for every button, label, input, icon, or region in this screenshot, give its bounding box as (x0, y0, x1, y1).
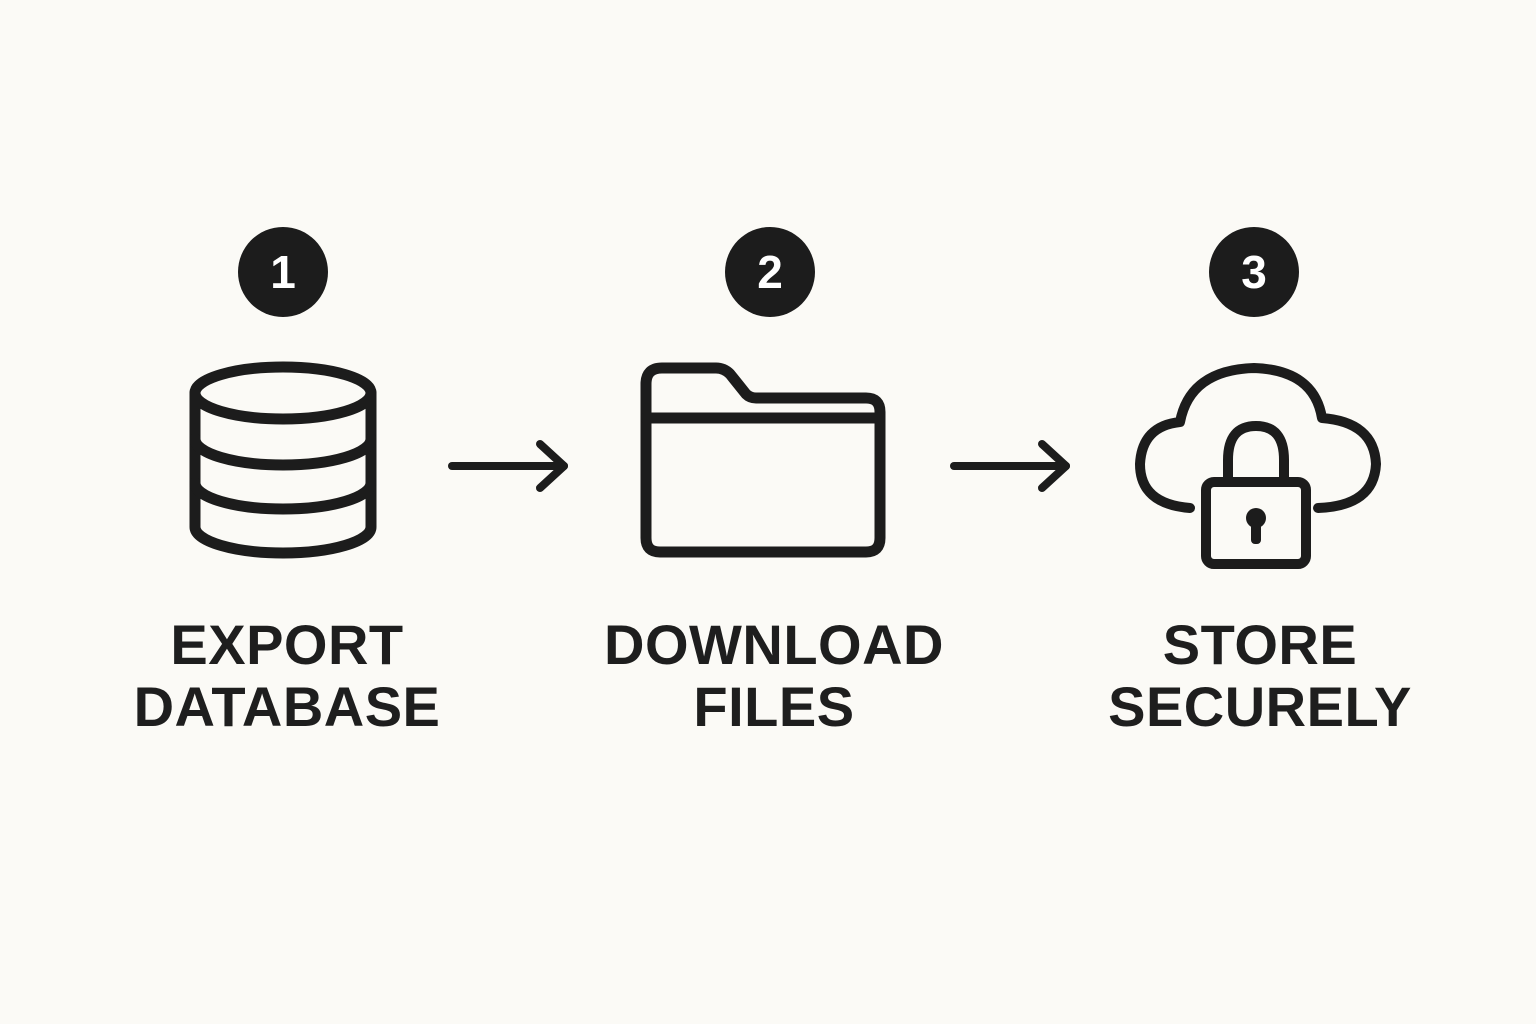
step-3-label-line-2: SECURELY (1108, 675, 1412, 738)
step-2-number-badge: 2 (725, 227, 815, 317)
step-1-label-line-1: EXPORT (170, 613, 404, 676)
step-3-label-line-1: STORE (1162, 613, 1358, 676)
arrow-right-icon (950, 440, 1070, 492)
step-1-number-badge: 1 (238, 227, 328, 317)
step-1-label-line-2: DATABASE (133, 675, 441, 738)
step-3-number-badge: 3 (1209, 227, 1299, 317)
cloud-lock-icon (1135, 363, 1381, 569)
step-2-label: DOWNLOAD FILES (564, 614, 984, 738)
step-2-label-line-1: DOWNLOAD (604, 613, 944, 676)
arrow-right-icon (448, 440, 568, 492)
database-icon (189, 361, 377, 559)
step-1-label: EXPORT DATABASE (77, 614, 497, 738)
folder-icon (640, 362, 886, 558)
step-3-label: STORE SECURELY (1050, 614, 1470, 738)
step-2-label-line-2: FILES (693, 675, 855, 738)
